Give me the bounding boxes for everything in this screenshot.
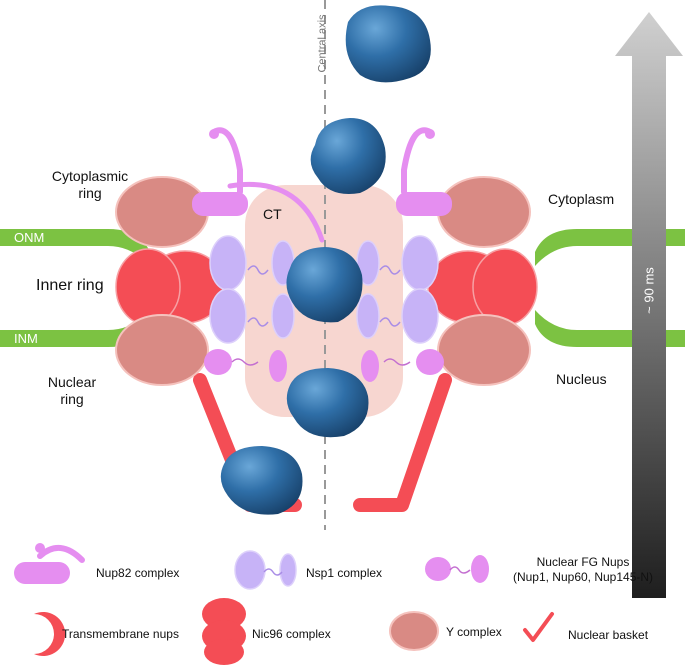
cargo-particle [286,247,363,323]
legend-nup82-label: Nup82 complex [96,566,180,580]
legend-transmembrane-label: Transmembrane nups [62,627,179,641]
nuclear-ring-label-line2: ring [60,391,84,407]
cargo-particle [345,5,431,83]
nic96-complex-left [115,248,226,326]
nup82-complex-right [396,127,452,216]
ct-label: CT [263,206,282,222]
nuclear-fg-nups-right [361,349,444,382]
cytoplasmic-ring-label-line1: Cytoplasmic [51,168,129,184]
legend-fg-nups-label: Nuclear FG Nups (Nup1, Nup60, Nup145-N) [498,555,668,585]
legend-nic96-icon [202,598,246,665]
legend-basket-label: Nuclear basket [568,628,649,642]
legend-y-complex-label: Y complex [446,625,502,639]
nsp1-complex-right [356,235,439,344]
nic96-complex-right [427,248,538,326]
cargo-particle [220,446,303,515]
nuclear-ring-label: Nuclear ring [40,374,104,408]
nuclear-fg-nups-left [204,349,287,382]
cargo-particle [286,368,369,438]
fg-filament-to-cargo [227,181,325,243]
legend-transmembrane-icon [34,612,66,656]
legend-nup82-icon [14,543,85,584]
legend-fg-nups-label-line2: (Nup1, Nup60, Nup145-N) [512,570,654,584]
inm-label: INM [14,331,38,346]
time-label: ~ 90 ms [641,267,657,314]
inner-ring-label: Inner ring [36,277,104,294]
nuclear-ring-label-line1: Nuclear [47,374,97,390]
time-arrow [615,12,683,598]
legend-nic96-label: Nic96 complex [252,627,331,641]
y-complex-nuclear-left [115,314,209,386]
legend-nsp1-icon [234,550,297,590]
onm-label: ONM [14,230,45,245]
nucleus-label: Nucleus [556,371,607,387]
cytoplasmic-ring-label: Cytoplasmic ring [40,168,140,202]
legend-fg-nups-label-line1: Nuclear FG Nups [536,555,630,569]
legend-nsp1-label: Nsp1 complex [306,566,383,580]
nup82-complex-left [192,127,248,216]
y-complex-cytoplasmic-right [437,176,531,248]
cargo-particle [310,118,386,194]
nuclear-basket-right [353,373,452,512]
legend-basket-icon [523,612,554,642]
cytoplasm-label: Cytoplasm [548,191,615,207]
legend-fg-nups-icon [425,555,489,583]
cytoplasmic-ring-label-line2: ring [78,185,102,201]
legend-y-complex-icon [389,611,439,651]
central-axis-label: Central axis [316,14,329,73]
y-complex-nuclear-right [437,314,531,386]
